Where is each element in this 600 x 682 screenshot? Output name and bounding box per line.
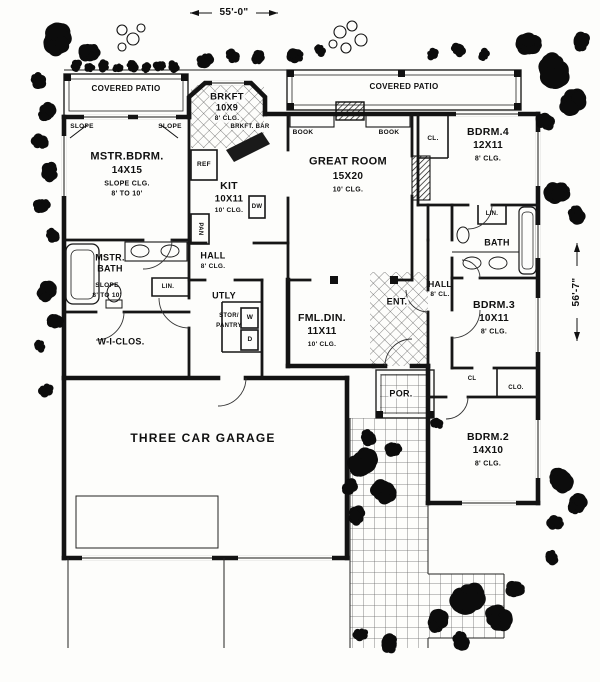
great-room-size: 15X20	[332, 171, 364, 182]
mstr-bath-label-2: BATH	[97, 263, 123, 274]
door-swings	[95, 204, 493, 420]
stepping-stones	[116, 20, 368, 54]
windows	[61, 80, 541, 561]
slope-label-left: SLOPE	[70, 122, 94, 130]
fml-din-size: 11X11	[307, 326, 337, 337]
bdrm2-label: BDRM.2	[466, 430, 510, 443]
dryer-label: D	[247, 335, 253, 343]
dimension-marks	[190, 10, 580, 341]
patio-posts	[64, 70, 521, 110]
built-ins	[67, 101, 431, 648]
bdrm4-label: BDRM.4	[466, 125, 510, 138]
mstr-bath-slope-range: 8' TO 10'	[92, 291, 122, 299]
brkft-size: 10X9	[214, 102, 240, 113]
covered-patio-right-label: COVERED PATIO	[369, 82, 439, 91]
hall-left-ceiling: 8' CLG.	[200, 262, 226, 270]
kit-size: 10X11	[214, 193, 244, 205]
mstr-bdrm-ceiling-1: SLOPE CLG.	[104, 180, 150, 188]
bath-label: BATH	[484, 237, 510, 248]
right-dimension: 56'-7"	[571, 277, 582, 307]
top-dimension: 55'-0"	[219, 7, 249, 18]
linen-hall-label: LIN.	[161, 284, 175, 290]
stor-label-2: PANTRY	[216, 323, 242, 329]
brkft-ceiling: 8' CLG.	[213, 114, 241, 123]
brkft-bar-label: BRKFT. BAR	[229, 124, 271, 130]
bdrm4-size: 12X11	[473, 140, 503, 151]
brkft-label: BRKFT	[209, 91, 245, 103]
garage-label: THREE CAR GARAGE	[130, 431, 276, 445]
washer-label: W	[246, 313, 254, 321]
mstr-bath-label-1: MSTR.	[95, 252, 125, 263]
walkin-closet-label: W-I-CLOS.	[97, 336, 145, 347]
hall-right-label: HALL	[428, 278, 452, 289]
covered-patio-left-label: COVERED PATIO	[91, 84, 161, 93]
driveway-lines	[67, 558, 225, 648]
mstr-bdrm-size: 14X15	[111, 165, 143, 176]
covered-patios	[63, 69, 522, 117]
bdrm4-ceiling: 8' CLG.	[474, 155, 502, 163]
fml-din-label: FML.DIN.	[298, 311, 346, 324]
closet-bdrm2-label: CLO.	[508, 385, 524, 391]
bookshelf-left	[289, 113, 335, 128]
bookshelf-right	[365, 113, 411, 128]
kit-ceiling: 10' CLG.	[214, 206, 244, 214]
fixtures	[65, 206, 537, 309]
mstr-bdrm-label: MSTR.BDRM.	[90, 150, 164, 163]
porch-label: POR.	[388, 388, 414, 399]
bdrm3-size: 10X11	[479, 313, 509, 324]
closet-bdrm3-label: CL	[467, 376, 477, 382]
kit-label: KIT	[220, 179, 238, 192]
mstr-bath-slope: SLOPE	[95, 281, 119, 289]
bdrm4-closet-label: CL.	[427, 134, 439, 142]
mstr-bdrm-ceiling-2: 8' TO 10'	[111, 190, 143, 198]
ref-label: REF	[197, 160, 211, 168]
slope-label-right: SLOPE	[158, 122, 182, 130]
bdrm2-size: 14X10	[472, 445, 504, 456]
book-left-label: BOOK	[292, 128, 314, 136]
linen-bath-label: LIN.	[485, 211, 499, 217]
breakfast-bar	[226, 132, 270, 162]
dw-label: DW	[251, 204, 263, 210]
closet-walls	[151, 114, 507, 397]
fml-din-ceiling: 10' CLG.	[307, 340, 337, 348]
pantry-label: PAN	[197, 222, 203, 236]
utility-label: UTLY	[212, 290, 236, 301]
great-room-ceiling: 10' CLG.	[332, 186, 364, 194]
great-room-label: GREAT ROOM	[309, 155, 387, 168]
hall-left-label: HALL	[200, 250, 226, 261]
stor-label-1: STOR/	[219, 313, 239, 319]
book-right-label: BOOK	[378, 128, 400, 136]
hall-right-ceiling: 8' CL.	[430, 290, 450, 298]
bdrm2-ceiling: 8' CLG.	[474, 460, 502, 468]
shrubbery	[30, 22, 590, 654]
bdrm3-ceiling: 8' CLG.	[480, 328, 508, 336]
bdrm3-label: BDRM.3	[472, 298, 516, 311]
fireplace	[335, 101, 365, 121]
entry-label: ENT.	[385, 296, 409, 307]
